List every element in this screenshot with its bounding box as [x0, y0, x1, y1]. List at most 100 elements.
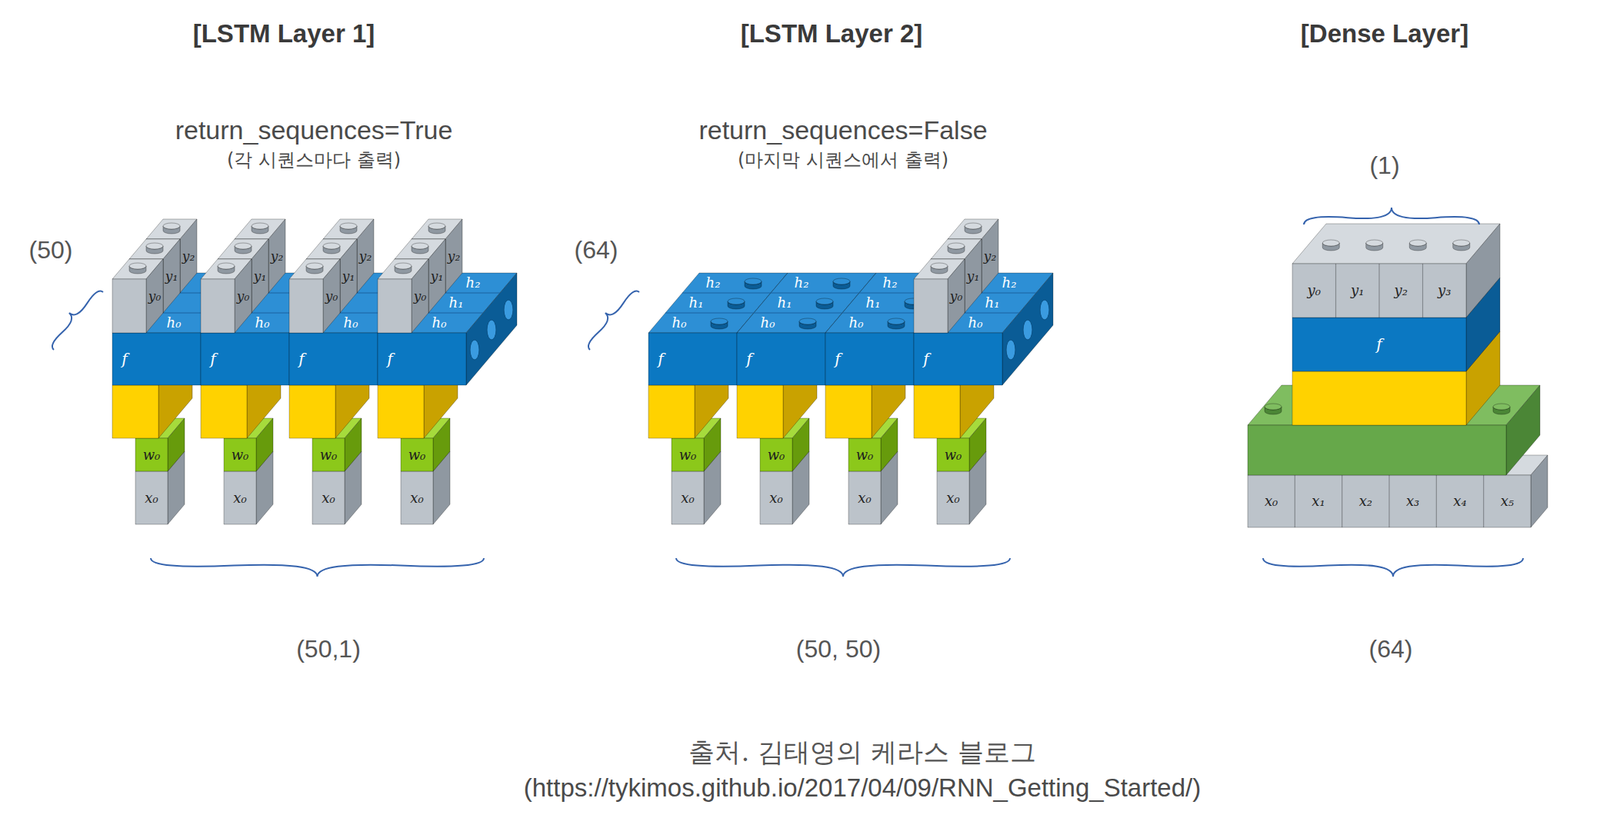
weight-brick-front [135, 438, 168, 472]
cell-band-front [377, 333, 467, 386]
lego-brick: h₀ [967, 315, 984, 331]
weight-brick-front [223, 438, 257, 472]
brick-seam [1422, 263, 1424, 318]
gate-brick-front [200, 385, 247, 439]
brick-seam [1483, 475, 1484, 528]
brick-seam [682, 292, 771, 294]
brick-label: w₀ [320, 448, 338, 463]
dense-output-row-front [1292, 263, 1467, 318]
brick-label: w₀ [231, 448, 250, 463]
output-brick-side [234, 259, 252, 334]
lego-brick: y₀ [949, 289, 964, 304]
lego-brick: f [120, 350, 129, 368]
lego-brick: x₃ [1405, 493, 1421, 510]
brick-label: x₀ [144, 491, 158, 506]
lego-brick: h₂ [465, 275, 482, 291]
brick-stud [1366, 240, 1384, 247]
brick-label: x₀ [769, 491, 783, 506]
output-brick-front [200, 279, 235, 334]
lego-brick: x₀ [1263, 493, 1280, 510]
weight-brick-side [969, 418, 987, 472]
parameter-label: return_sequences=True [175, 115, 454, 146]
output-brick-front [112, 279, 147, 334]
lego-brick: y₁ [1350, 283, 1366, 299]
weight-brick-side [344, 418, 362, 472]
brick-label: h₁ [689, 296, 704, 310]
brick-stud [816, 298, 834, 305]
brick-label: x₅ [1500, 494, 1514, 509]
lego-brick: y₁ [341, 269, 357, 284]
brick-label: w₀ [944, 448, 963, 463]
brick-label: y₀ [148, 290, 161, 304]
dimension-brace [52, 291, 104, 350]
brick-label: h₁ [866, 296, 881, 310]
brick-label: h₀ [968, 316, 984, 330]
lego-brick: w₀ [142, 447, 162, 464]
lego-brick: y₁ [966, 269, 981, 284]
lego-brick: y₀ [1306, 283, 1322, 299]
brick-stud [887, 318, 905, 325]
dimension-brace [588, 291, 640, 350]
weight-brick-front [671, 438, 704, 472]
brick-label: y₂ [983, 250, 997, 264]
lego-brick: w₀ [855, 447, 875, 464]
dense-activation-brick-front [1292, 317, 1467, 372]
cell-band-front [289, 333, 378, 386]
output-brick-side [163, 239, 180, 314]
brick-label: f [834, 351, 840, 367]
brick-label: h₀ [255, 316, 270, 330]
lego-brick: h₂ [705, 275, 722, 291]
weight-brick-side [167, 418, 185, 472]
lego-brick: x₀ [143, 490, 160, 507]
layer-heading: [Dense Layer] [1300, 19, 1469, 49]
brick-label: x₀ [321, 491, 335, 506]
brick-label: h₀ [343, 316, 359, 330]
brick-label: h₀ [849, 316, 864, 330]
lego-brick: x₀ [320, 490, 337, 507]
weight-brick-front [400, 438, 434, 472]
dense-input-row-side [1530, 455, 1548, 528]
lego-brick: h₀ [848, 315, 865, 331]
weight-brick-side [433, 418, 450, 472]
weight-brick-front [760, 438, 793, 472]
cell-band-front [736, 333, 826, 386]
output-brick-side [411, 259, 429, 334]
lego-brick: h₁ [984, 295, 1001, 311]
brick-stud [163, 223, 180, 230]
brick-label: y₁ [342, 270, 355, 284]
brick-label: h₁ [449, 296, 464, 310]
lego-brick: y₀ [324, 289, 340, 304]
dimension-label: (50) [29, 236, 74, 265]
brick-label: y₁ [430, 270, 444, 284]
output-brick-front [377, 279, 412, 334]
lego-brick: h₀ [431, 315, 448, 331]
output-brick-front [289, 279, 324, 334]
lego-brick: f [209, 350, 217, 368]
lego-brick: y₀ [236, 289, 251, 304]
parameter-note: (각 시퀀스마다 출력) [226, 150, 401, 172]
lego-brick: h₁ [776, 295, 794, 311]
state-connector-cap [1023, 320, 1033, 340]
brick-stud [1493, 403, 1510, 410]
input-brick-front [400, 471, 434, 525]
gate-brick-front [377, 385, 424, 439]
lego-brick: w₀ [678, 447, 698, 464]
brick-label: x₁ [1311, 494, 1325, 509]
brick-stud [146, 243, 164, 250]
cell-band-front [112, 333, 201, 386]
gate-brick-front [648, 385, 695, 439]
brick-label: h₁ [777, 296, 793, 310]
lego-brick: y₁ [164, 269, 180, 284]
brick-stud [394, 263, 412, 270]
weight-brick-front [848, 438, 881, 472]
lego-brick: x₂ [1357, 493, 1374, 510]
input-brick-front [671, 471, 704, 525]
brick-stud [744, 278, 762, 285]
weight-brick-side [703, 418, 721, 472]
cell-band-front [825, 333, 914, 386]
output-brick-side [428, 239, 446, 314]
brick-seam [1436, 475, 1437, 528]
source-credit: 출처. 김태영의 케라스 블로그 [688, 737, 1036, 768]
output-brick-front [913, 279, 948, 334]
